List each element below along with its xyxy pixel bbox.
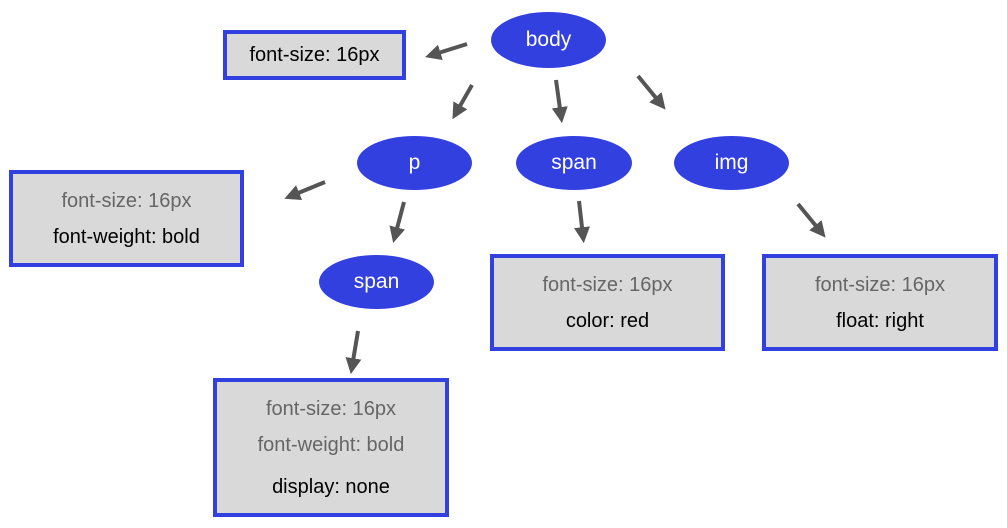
inherited-font-size: font-size: 16px <box>265 397 397 420</box>
style-color: color: red <box>565 309 650 332</box>
inherited-font-weight: font-weight: bold <box>257 433 405 456</box>
style-box-img: font-size: 16px float: right <box>762 254 998 351</box>
node-p: p <box>357 136 472 190</box>
inherited-font-size: font-size: 16px <box>814 273 946 296</box>
style-display: display: none <box>272 475 390 498</box>
style-box-span-nested: font-size: 16px font-weight: bold displa… <box>213 378 449 517</box>
inherited-font-size: font-size: 16px <box>61 189 192 212</box>
arrow-body-to-span <box>551 79 568 124</box>
arrow-span-to-box <box>574 200 590 244</box>
style-font-size: font-size: 16px <box>249 44 380 66</box>
arrow-p-to-box <box>284 180 326 201</box>
arrow-body-to-box <box>425 42 468 60</box>
arrow-body-to-img <box>636 74 666 110</box>
node-span-nested: span <box>319 255 434 309</box>
inherited-font-size: font-size: 16px <box>542 273 673 296</box>
arrow-body-to-p <box>452 84 474 120</box>
style-box-p: font-size: 16px font-weight: bold <box>9 170 244 267</box>
arrow-img-to-box <box>796 202 826 238</box>
node-img: img <box>674 136 789 190</box>
style-font-weight: font-weight: bold <box>53 225 200 248</box>
style-float: float: right <box>836 309 924 332</box>
arrow-p-to-span <box>389 201 406 243</box>
style-box-body: font-size: 16px <box>223 30 406 80</box>
arrow-inner-span-to-box <box>345 330 362 375</box>
node-span: span <box>516 136 632 190</box>
style-box-span: font-size: 16px color: red <box>490 254 725 351</box>
node-body: body <box>491 12 606 68</box>
